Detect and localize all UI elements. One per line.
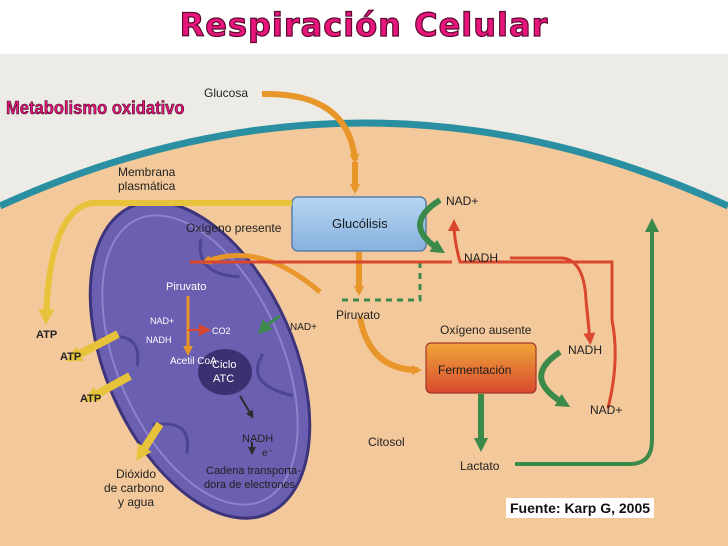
atp-label-3: ATP (80, 393, 101, 405)
side-nad-label: NAD+ (290, 322, 317, 333)
cell-membrane (0, 119, 728, 210)
piruvato-to-fermentacion-arrow (357, 317, 422, 375)
citosol-label: Citosol (368, 435, 405, 449)
membrana-label-2: plasmática (118, 179, 176, 193)
mito-nad-label: NAD+ (150, 316, 174, 326)
mito-nadh2-label: NADH (242, 433, 273, 445)
atp-label-2: ATP (60, 351, 81, 363)
dioxido-label-2: de carbono (104, 481, 164, 495)
subtitle: Metabolismo oxidativo (6, 98, 185, 119)
right-nad-label: NAD+ (590, 403, 622, 417)
mito-piruvato-label: Piruvato (166, 281, 206, 293)
lactato-out-arrow (515, 218, 659, 466)
ciclo-label-1: Ciclo (212, 359, 236, 371)
right-nadh-label: NADH (568, 343, 602, 357)
co2-label: CO2 (212, 326, 231, 336)
dioxido-label-1: Dióxido (116, 467, 156, 481)
dashed-pyruvate-path (340, 262, 422, 302)
glucolisis-nad-cycle (417, 197, 446, 254)
oxigeno-presente-label: Oxígeno presente (186, 221, 282, 235)
membrana-label-1: Membrana (118, 165, 176, 179)
atp-label-1: ATP (36, 329, 57, 341)
slide-title: Respiración Celular (179, 5, 549, 44)
atp-top-arrow (38, 200, 292, 325)
glucosa-label: Glucosa (204, 86, 248, 100)
fermentacion-box (425, 342, 537, 394)
mitochondrion (88, 200, 312, 520)
nadh-label: NADH (464, 251, 498, 265)
source-credit: Fuente: Karp G, 2005 (506, 498, 655, 518)
ciclo-atc (198, 349, 252, 395)
pyruvate-to-mito-arrow (201, 253, 322, 294)
glucolisis-box (291, 196, 427, 252)
nad-plus-label: NAD+ (446, 194, 478, 208)
fermentacion-label: Fermentación (438, 363, 511, 377)
atp-arrow-1 (65, 330, 120, 362)
nad-return-arrow (448, 219, 617, 409)
dioxido-label-3: y agua (118, 495, 154, 509)
mito-nadh-label: NADH (146, 335, 172, 345)
lactato-label: Lactato (460, 459, 500, 473)
glucolisis-label: Glucólisis (332, 216, 388, 231)
atp-arrow-3 (136, 421, 164, 461)
oxigeno-ausente-label: Oxígeno ausente (440, 323, 532, 337)
glucose-arrow (261, 90, 360, 164)
piruvato-label: Piruvato (336, 308, 380, 322)
ciclo-label-2: ATC (213, 373, 234, 385)
electron-label: e⁻ (262, 448, 273, 459)
acetil-label: Acetil CoA (170, 356, 217, 367)
side-nad-arrow (257, 314, 281, 335)
nadh-to-right-arrow (510, 256, 596, 345)
cadena-label-2: dora de electrones (204, 479, 296, 491)
mito-internal-arrow-2 (239, 395, 254, 419)
atp-arrow-2 (83, 372, 132, 402)
fermentacion-nad-cycle (538, 349, 571, 408)
cadena-label-1: Cadena transporta- (206, 465, 301, 477)
